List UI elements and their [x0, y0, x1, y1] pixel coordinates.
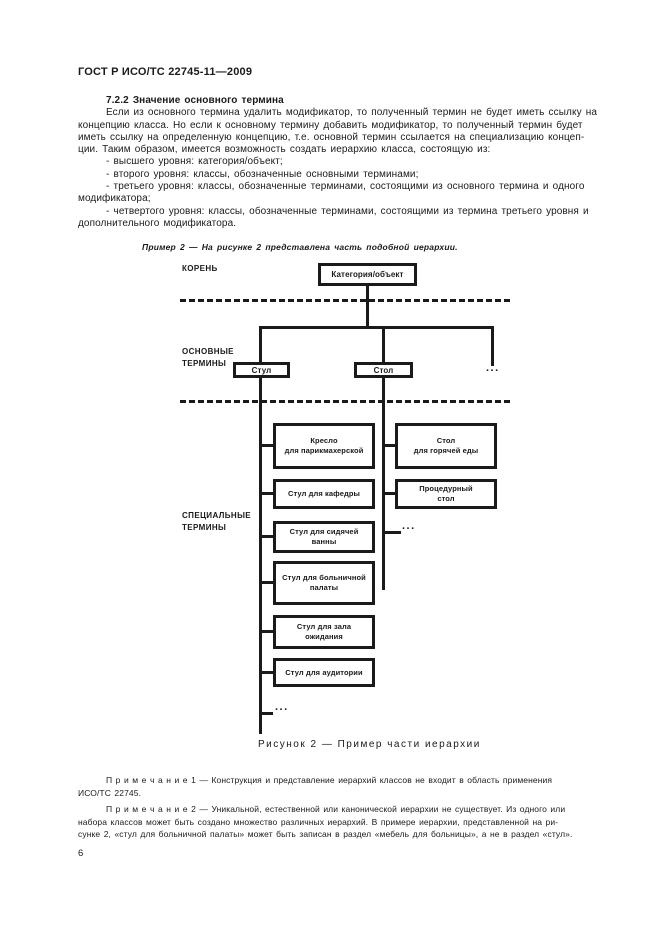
node-hot-food-table: Стол для горячей еды — [395, 423, 497, 469]
paragraph-line: Если из основного термина удалить модифи… — [106, 107, 598, 119]
list-item-level-2: - второго уровня: классы, обозначенные о… — [106, 168, 419, 180]
ellipsis-basic-terms: ... — [486, 362, 500, 374]
stub-chair-child-2 — [259, 492, 275, 495]
ellipsis-chair-children: ... — [275, 701, 289, 713]
root-level-label: КОРЕНЬ — [182, 264, 218, 273]
paragraph-line: иметь ссылку на определенную концепцию, … — [78, 131, 585, 143]
section-text: 7.2.2 Значение основного термина Если из… — [78, 95, 612, 230]
node-department-chair: Стул для кафедры — [273, 479, 375, 509]
list-item-level-1: - высшего уровня: категория/объект; — [106, 156, 283, 168]
paragraph-line: концепцию класса. Но если к основному те… — [78, 119, 583, 131]
stub-table-child-1 — [383, 444, 397, 447]
node-sitz-bath-chair: Стул для сидячей ванны — [273, 521, 375, 553]
stub-table-more — [383, 531, 401, 534]
note-1-line: ИСО/ТС 22745. — [78, 787, 142, 798]
section-heading: 7.2.2 Значение основного термина — [106, 95, 284, 106]
basic-terms-label: ОСНОВНЫЕ ТЕРМИНЫ — [182, 347, 234, 368]
root-to-connector-line — [366, 285, 369, 327]
stub-chair-child-6 — [259, 671, 275, 674]
list-item-level-3-cont: модификатора; — [78, 193, 151, 205]
special-terms-label: СПЕЦИАЛЬНЫЕ ТЕРМИНЫ — [182, 511, 252, 532]
table-branch-line — [382, 326, 385, 590]
stub-chair-child-4 — [259, 581, 275, 584]
paragraph-line: ции. Таким образом, имеется возможность … — [78, 144, 491, 156]
basic-level-separator — [180, 400, 510, 403]
stub-chair-child-3 — [259, 535, 275, 538]
node-hospital-ward-chair: Стул для больничной палаты — [273, 561, 375, 605]
note-2: П р и м е ч а н и е 2 — Уникальной, есте… — [78, 803, 612, 841]
node-auditorium-chair: Стул для аудитории — [273, 658, 375, 687]
stub-table-child-2 — [383, 492, 397, 495]
node-chair: Стул — [233, 362, 290, 378]
page-number: 6 — [78, 848, 84, 859]
note-1-line: П р и м е ч а н и е 1 — Конструкция и пр… — [106, 775, 553, 785]
node-procedure-table: Процедурный стол — [395, 479, 497, 509]
note-2-line: П р и м е ч а н и е 2 — Уникальной, есте… — [106, 804, 566, 814]
note-2-line: сунке 2, «стул для больничной палаты» мо… — [78, 829, 573, 839]
chair-branch-line — [259, 326, 262, 734]
level2-connector-line — [259, 326, 494, 329]
document-header: ГОСТ Р ИСО/ТС 22745-11—2009 — [78, 66, 253, 78]
list-item-level-3: - третьего уровня: классы, обозначенные … — [106, 181, 585, 193]
list-item-level-4: - четвертого уровня: классы, обозначенны… — [106, 205, 589, 217]
note-1: П р и м е ч а н и е 1 — Конструкция и пр… — [78, 774, 612, 799]
ellipsis-table-children: ... — [402, 520, 416, 532]
stub-chair-child-5 — [259, 630, 275, 633]
node-hairdresser-chair: Кресло для парикмахерской — [273, 423, 375, 469]
list-item-level-4-cont: дополнительного модификатора. — [78, 217, 237, 229]
more-branch-line — [491, 326, 494, 366]
node-waiting-room-chair: Стул для зала ожидания — [273, 615, 375, 649]
node-category-object: Категория/объект — [318, 263, 417, 286]
stub-chair-child-1 — [259, 444, 275, 447]
root-level-separator — [180, 299, 510, 302]
example-2-text: Пример 2 — На рисунке 2 представлена час… — [142, 242, 458, 252]
stub-chair-more — [259, 712, 273, 715]
figure-caption: Рисунок 2 — Пример части иерархии — [258, 739, 481, 750]
note-2-line: набора классов может быть создано множес… — [78, 816, 559, 827]
node-table: Стол — [354, 362, 413, 378]
